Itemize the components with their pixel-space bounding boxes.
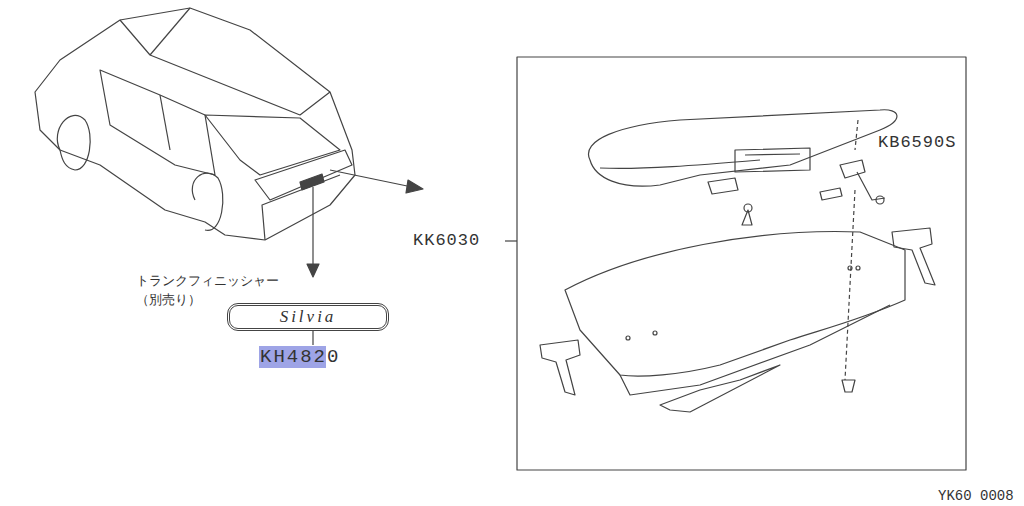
emblem-text: Silvia xyxy=(280,307,337,327)
figure-code: YK60 0008 xyxy=(938,488,1014,504)
part-number: KB6590S xyxy=(878,133,956,152)
part-number: KK6030 xyxy=(413,231,480,250)
emblem-badge: Silvia xyxy=(227,303,389,331)
part-number: KH4820 xyxy=(260,346,340,368)
part-note: トランクフィニッシャー （別売り） xyxy=(136,271,288,309)
